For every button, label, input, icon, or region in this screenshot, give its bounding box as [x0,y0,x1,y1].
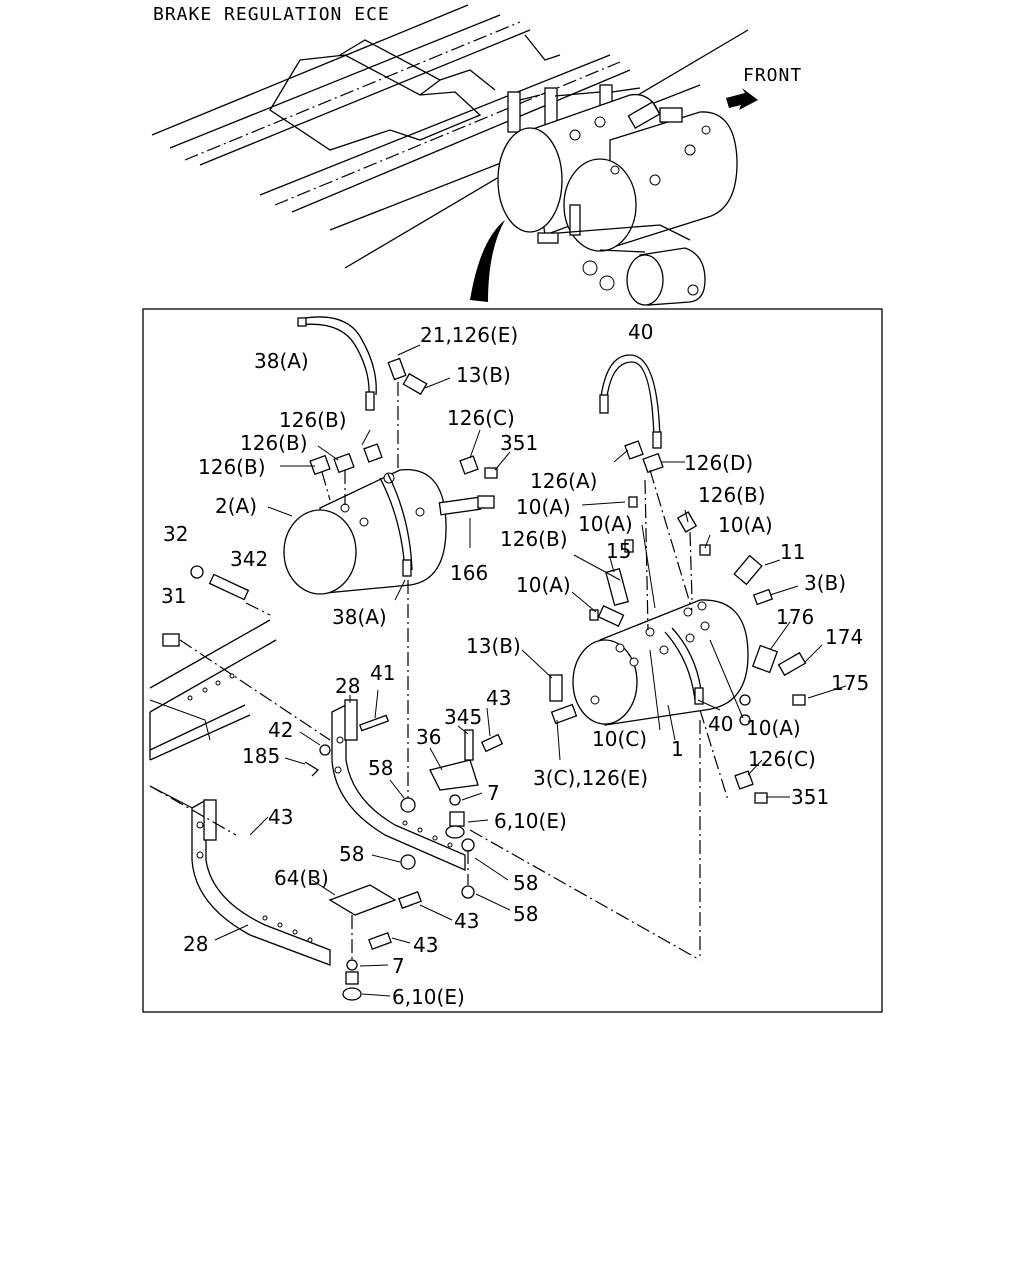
callout-126c-top: 126(C) [447,406,515,430]
callout-58-3: 58 [513,871,538,895]
callout-342: 342 [230,547,268,571]
fittings-126b-left [309,443,383,505]
frame-rail [149,619,277,813]
callout-40-top: 40 [628,320,653,344]
callout-2a: 2(A) [215,494,257,518]
callout-6-10e-top: 6,10(E) [494,809,567,833]
callout-40-bot: 40 [708,712,733,736]
bracket-36 [429,729,504,791]
chassis-overview [151,4,758,306]
bracket-28-top [331,699,466,871]
air-tank-2a [283,469,447,595]
callout-38a-bot: 38(A) [332,605,387,629]
callout-43-mid: 43 [454,909,479,933]
fitting-126c-top [459,455,498,479]
callout-21-126e: 21,126(E) [420,323,518,347]
callout-1: 1 [671,737,684,761]
callout-10a-1: 10(A) [516,495,571,519]
callout-13b-mid: 13(B) [466,634,521,658]
callout-11: 11 [780,540,805,564]
drain-valve-166 [438,495,495,516]
front-label: FRONT [743,65,803,86]
callout-126d: 126(D) [684,451,753,475]
fitting-21 [387,357,428,470]
callout-36: 36 [416,725,441,749]
callout-126b-1: 126(B) [279,408,347,432]
callout-10a-4: 10(A) [516,573,571,597]
detail-frame [142,308,883,1013]
callout-58-2: 58 [339,842,364,866]
callout-126b-3: 126(B) [198,455,266,479]
callout-166: 166 [450,561,488,585]
callout-labels: 38(A) 21,126(E) 13(B) 126(B) 126(B) 126(… [161,320,869,1009]
strap-40 [599,354,662,449]
callout-28-bot: 28 [183,932,208,956]
callout-174: 174 [825,625,863,649]
fittings-right [549,440,807,960]
callout-7-bot: 7 [392,954,405,978]
bracket-28-bottom [191,798,331,966]
callout-31: 31 [161,584,186,608]
callout-126b-r: 126(B) [698,483,766,507]
callout-6-10e-bot: 6,10(E) [392,985,465,1009]
callout-38a-top: 38(A) [254,349,309,373]
air-tank-1 [572,599,749,726]
callout-64b: 64(B) [274,866,329,890]
callout-175: 175 [831,671,869,695]
callout-41: 41 [370,661,395,685]
callout-176: 176 [776,605,814,629]
callout-7-top: 7 [487,781,500,805]
callout-42: 42 [268,718,293,742]
callout-351-top: 351 [500,431,538,455]
page-title: BRAKE REGULATION ECE [153,4,390,25]
callout-28-top: 28 [335,674,360,698]
callout-32: 32 [163,522,188,546]
callout-10a-5: 10(A) [746,716,801,740]
callout-58-4: 58 [513,902,538,926]
clip-42-185 [304,744,331,777]
callout-10a-2: 10(A) [578,512,633,536]
callout-126b-2: 126(B) [240,431,308,455]
callout-43-low: 43 [413,933,438,957]
callout-185: 185 [242,744,280,768]
callout-43-left: 43 [268,805,293,829]
callout-13b-top: 13(B) [456,363,511,387]
plate-64b [328,884,422,1001]
callout-126c-bot: 126(C) [748,747,816,771]
leader-lines [214,344,847,997]
callout-58-1: 58 [368,756,393,780]
callout-15: 15 [606,539,631,563]
callout-345: 345 [444,705,482,729]
bolts-left [162,565,331,741]
callout-43-top: 43 [486,686,511,710]
callout-10a-3: 10(A) [718,513,773,537]
strap-38a [297,316,377,411]
hardware-center [400,794,475,899]
callout-126a: 126(A) [530,469,597,493]
callout-126b-l: 126(B) [500,527,568,551]
callout-351-bot: 351 [791,785,829,809]
callout-3c-126e: 3(C),126(E) [533,766,648,790]
callout-3b: 3(B) [804,571,846,595]
callout-10c: 10(C) [592,727,647,751]
